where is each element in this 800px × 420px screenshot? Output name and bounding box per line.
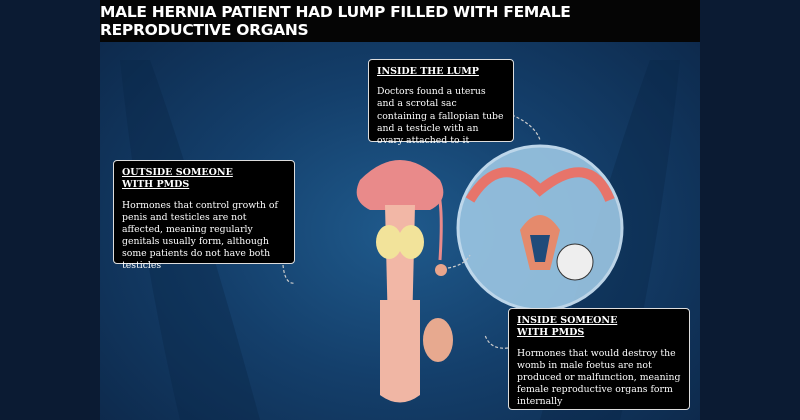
callout-heading-line1: OUTSIDE SOMEONE: [122, 167, 233, 178]
lump-magnified-circle: [456, 144, 624, 312]
arrows: [282, 114, 541, 349]
callout-heading-line2: WITH PMDS: [517, 327, 585, 339]
callout-heading-line2: WITH PMDS: [122, 179, 190, 191]
callout-body: Hormones that control growth of penis an…: [122, 199, 278, 272]
callout-heading: INSIDE THE LUMP: [377, 66, 479, 77]
headline: MALE HERNIA PATIENT HAD LUMP FILLED WITH…: [100, 0, 700, 42]
callout-body: Hormones that would destroy the womb in …: [517, 347, 681, 407]
callout-heading-line1: INSIDE SOMEONE: [517, 315, 618, 326]
inside-lump-callout: INSIDE THE LUMP Doctors found a uterus a…: [368, 59, 514, 146]
male-reproductive-organs: [356, 160, 453, 403]
callout-body: Doctors found a uterus and a scrotal sac…: [377, 86, 504, 146]
